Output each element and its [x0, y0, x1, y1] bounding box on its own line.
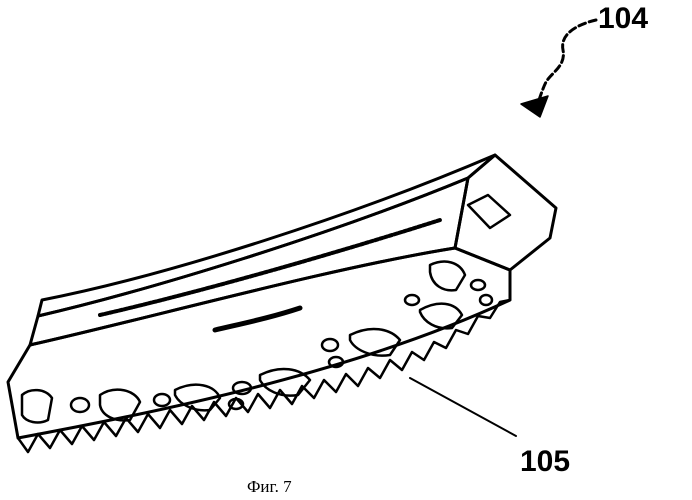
- reference-numeral-105: 105: [520, 447, 570, 477]
- figure-caption: Фиг. 7: [247, 478, 292, 495]
- engraving-mark: [215, 308, 300, 330]
- implant-top-face: [38, 155, 495, 316]
- implant-end-slot: [468, 195, 510, 228]
- leader-arrow-104: [536, 20, 596, 108]
- leader-line-105: [410, 378, 516, 436]
- reference-numeral-104: 104: [598, 4, 648, 34]
- serrated-teeth: [18, 300, 510, 452]
- engraving-line: [100, 220, 440, 315]
- arrowhead-icon: [521, 96, 548, 117]
